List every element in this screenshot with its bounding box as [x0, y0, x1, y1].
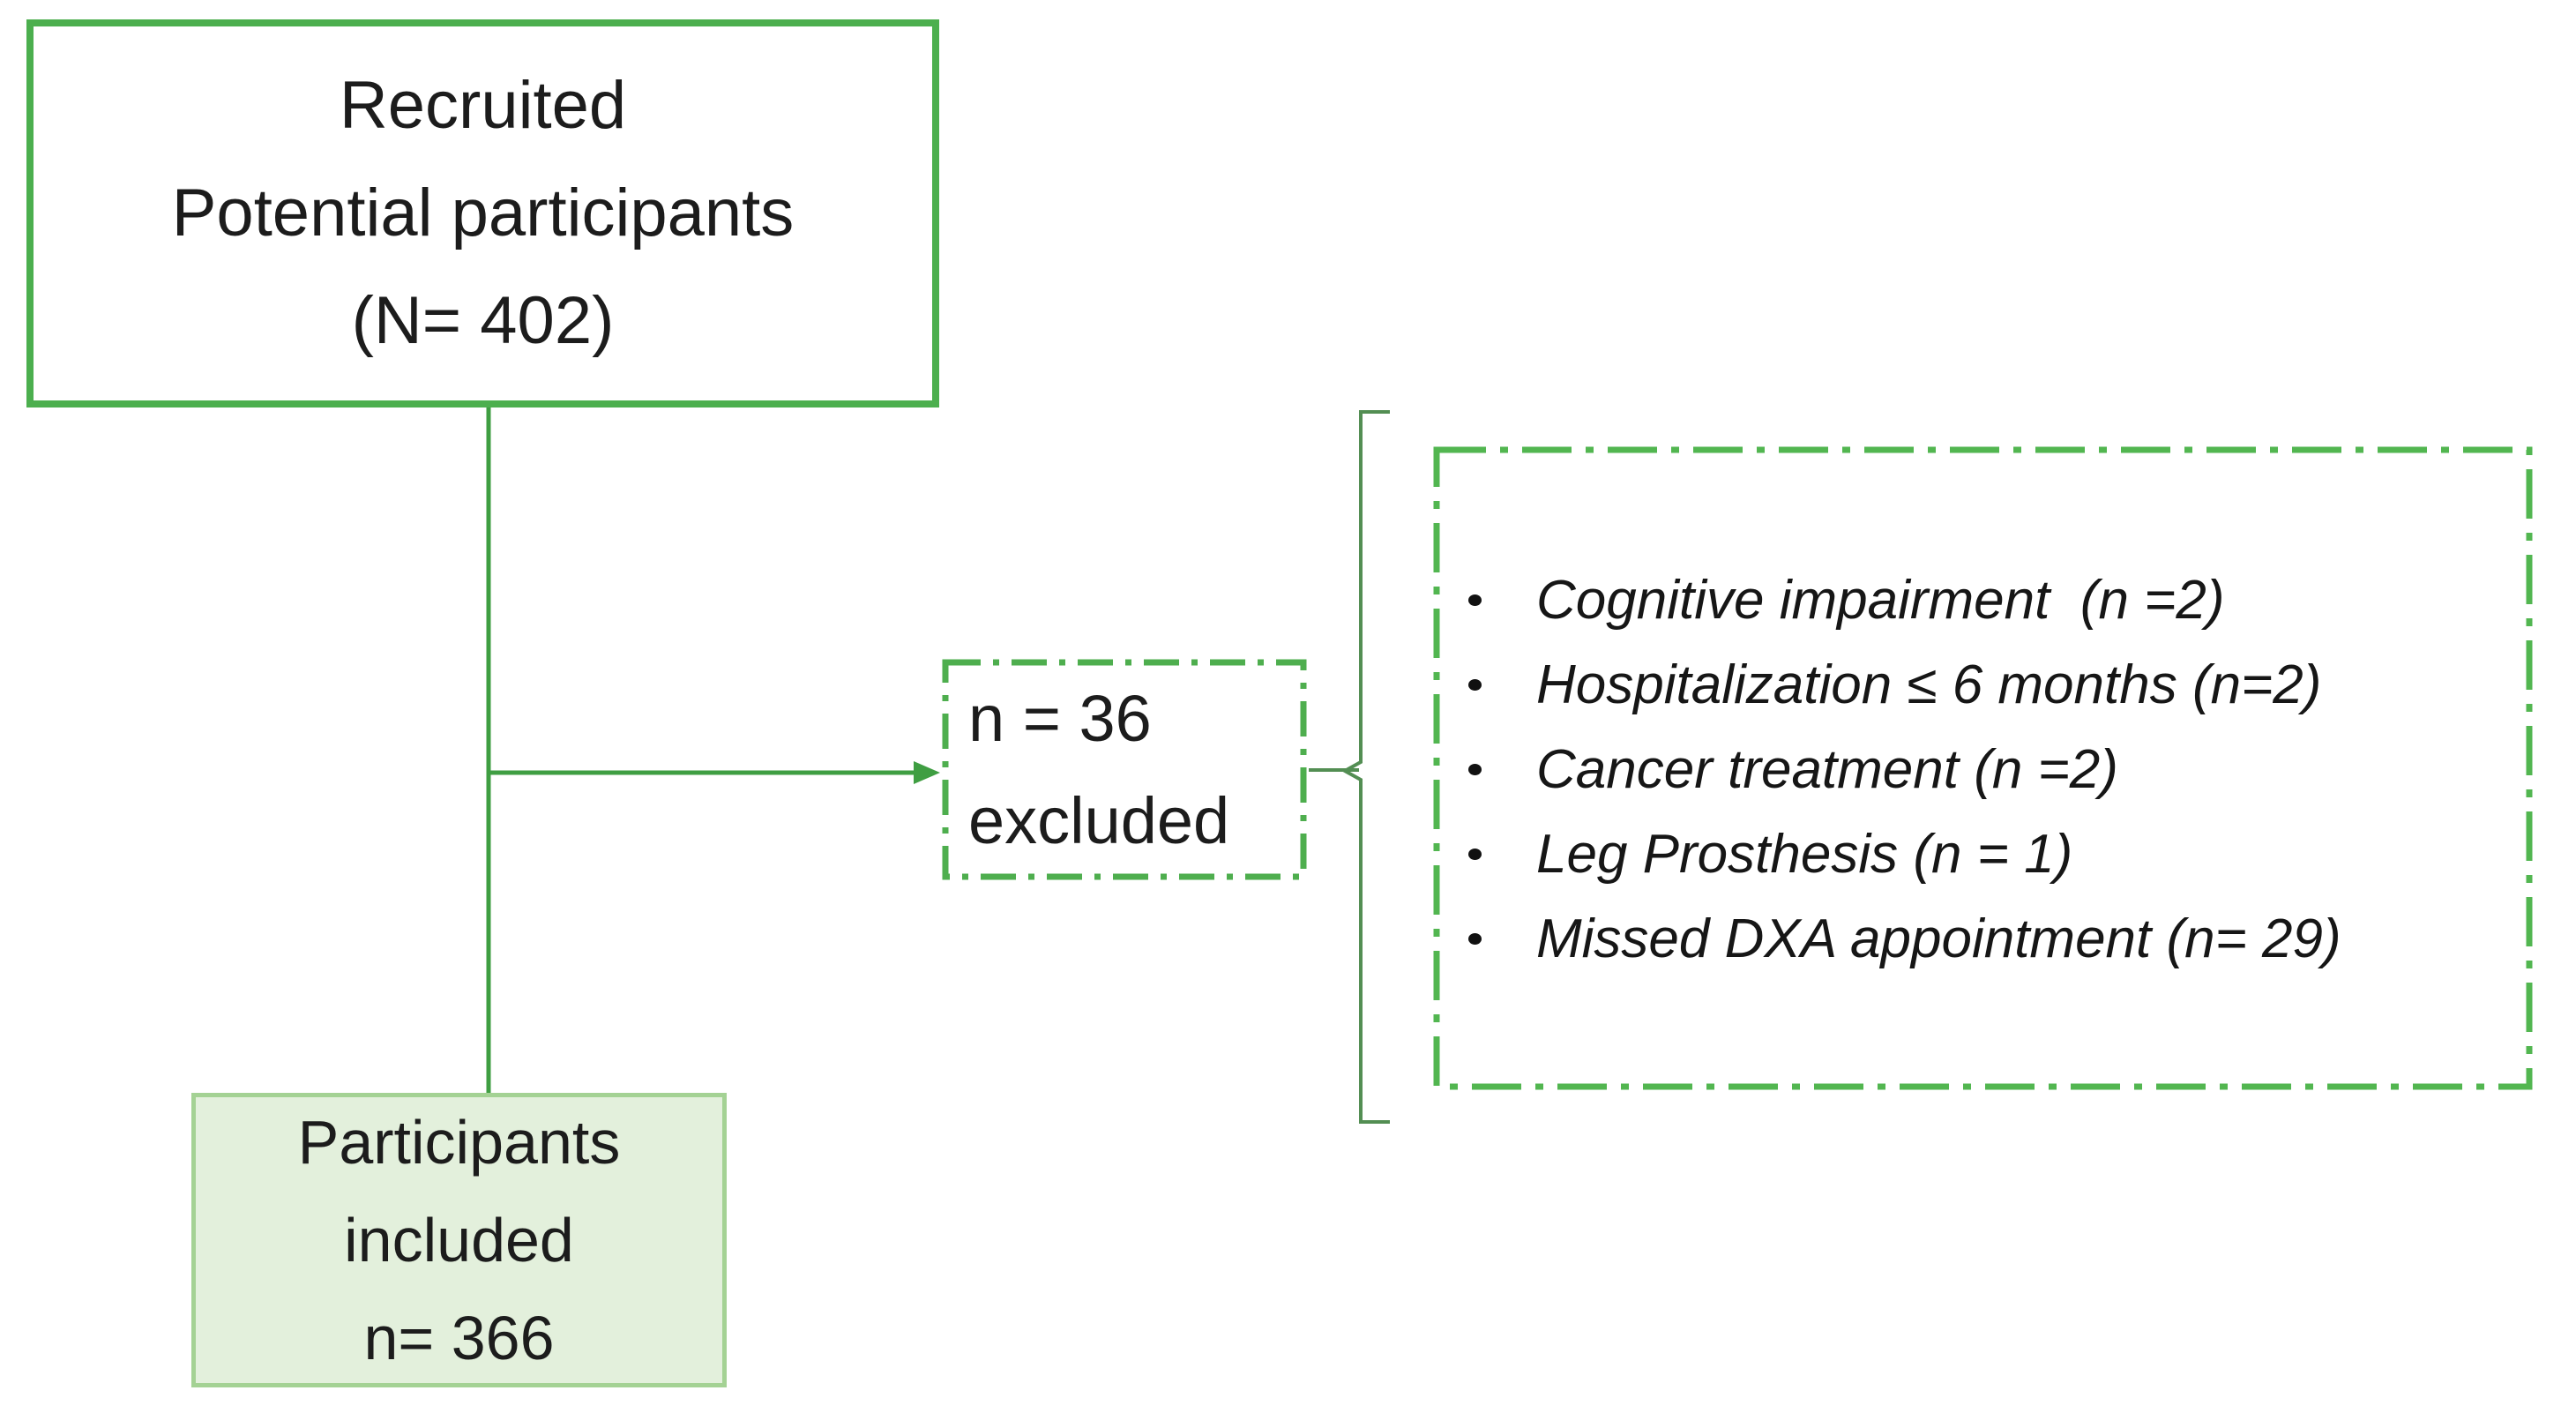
list-item: Missed DXA appointment (n= 29) [1468, 896, 2506, 981]
included-line-1: Participants [297, 1107, 621, 1177]
excluded-box: n = 36 excluded [942, 659, 1307, 880]
reason-text: Missed DXA appointment (n= 29) [1536, 908, 2341, 969]
recruited-count: (N= 402) [351, 283, 615, 358]
list-item: Cancer treatment (n =2) [1468, 727, 2506, 811]
bullet-icon [1468, 932, 1482, 945]
reason-text: Hospitalization ≤ 6 months (n=2) [1536, 654, 2322, 715]
reason-text: Leg Prosthesis (n = 1) [1536, 823, 2073, 885]
reason-text: Cancer treatment (n =2) [1536, 738, 2118, 800]
bullet-icon [1468, 763, 1482, 775]
exclusion-reasons-box: Cognitive impairment (n =2) Hospitalizat… [1433, 446, 2533, 1090]
included-count: n= 366 [363, 1303, 555, 1372]
exclusion-reasons-box-border [1433, 446, 2533, 1090]
included-line-2: included [344, 1205, 574, 1275]
excluded-box-border [942, 659, 1307, 880]
list-item: Cognitive impairment (n =2) [1468, 557, 2506, 642]
recruited-line-1: Recruited [339, 68, 627, 143]
bullet-icon [1468, 678, 1482, 691]
excluded-count: n = 36 [968, 681, 1152, 755]
included-box: Participants included n= 366 [191, 1093, 727, 1387]
exclusion-reason-list: Cognitive impairment (n =2) Hospitalizat… [1468, 557, 2506, 981]
excluded-label: excluded [968, 783, 1230, 857]
bullet-icon [1468, 848, 1482, 860]
recruited-box: Recruited Potential participants (N= 402… [26, 19, 939, 407]
reason-text: Cognitive impairment (n =2) [1536, 569, 2225, 631]
list-item: Leg Prosthesis (n = 1) [1468, 811, 2506, 896]
list-item: Hospitalization ≤ 6 months (n=2) [1468, 642, 2506, 727]
bullet-icon [1468, 594, 1482, 606]
recruited-line-2: Potential participants [171, 176, 795, 250]
arrow-head-icon [914, 761, 940, 784]
left-brace-icon [1340, 410, 1390, 1124]
